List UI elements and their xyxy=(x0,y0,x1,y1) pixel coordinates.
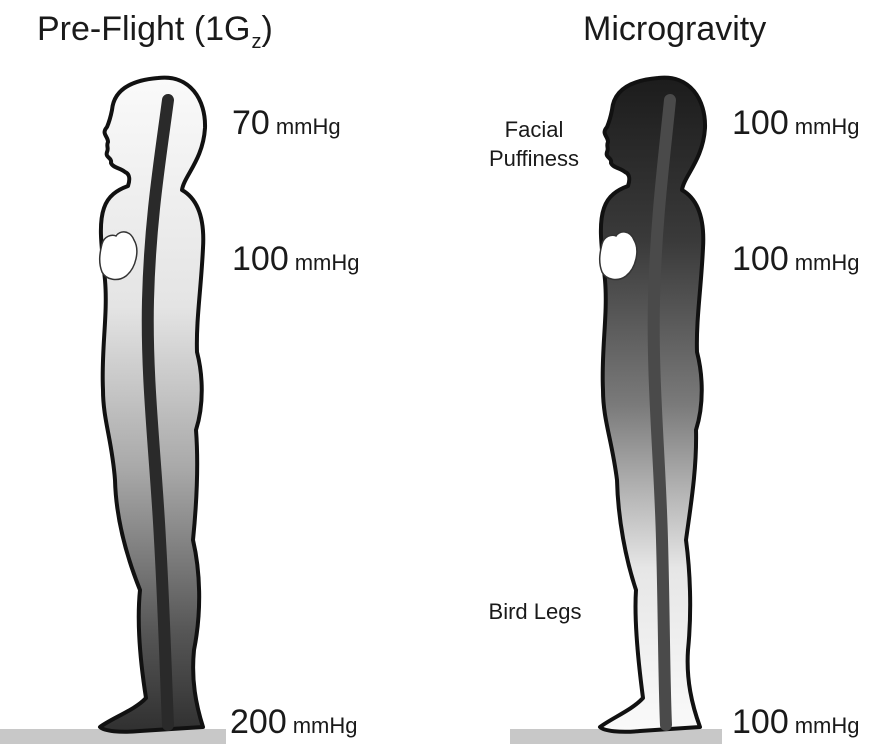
pressure-head-microgravity: 100mmHg xyxy=(732,104,860,143)
pressure-head-preflight: 70mmHg xyxy=(232,104,341,143)
facial-puffiness-label: Facial Puffiness xyxy=(470,116,598,173)
bird-legs-label: Bird Legs xyxy=(475,598,595,627)
puffiness-label-line: Puffiness xyxy=(470,145,598,174)
pressure-unit: mmHg xyxy=(795,250,860,275)
body-microgravity xyxy=(600,78,705,732)
pressure-heart-microgravity: 100mmHg xyxy=(732,240,860,279)
pressure-heart-preflight: 100mmHg xyxy=(232,240,360,279)
pressure-unit: mmHg xyxy=(795,713,860,738)
preflight-title: Pre-Flight (1Gz) xyxy=(37,10,273,49)
pressure-feet-microgravity: 100mmHg xyxy=(732,703,860,742)
facial-label-line: Facial xyxy=(470,116,598,145)
pressure-value: 100 xyxy=(732,240,789,278)
pressure-value: 100 xyxy=(232,240,289,278)
pressure-unit: mmHg xyxy=(795,114,860,139)
pressure-value: 70 xyxy=(232,104,270,142)
body-preflight xyxy=(100,78,205,732)
pressure-unit: mmHg xyxy=(295,250,360,275)
pressure-unit: mmHg xyxy=(293,713,358,738)
pressure-unit: mmHg xyxy=(276,114,341,139)
title-subscript: z xyxy=(252,31,262,53)
pressure-value: 100 xyxy=(732,703,789,741)
pressure-value: 100 xyxy=(732,104,789,142)
microgravity-title: Microgravity xyxy=(583,10,766,49)
pressure-feet-preflight: 200mmHg xyxy=(230,703,358,742)
pressure-value: 200 xyxy=(230,703,287,741)
